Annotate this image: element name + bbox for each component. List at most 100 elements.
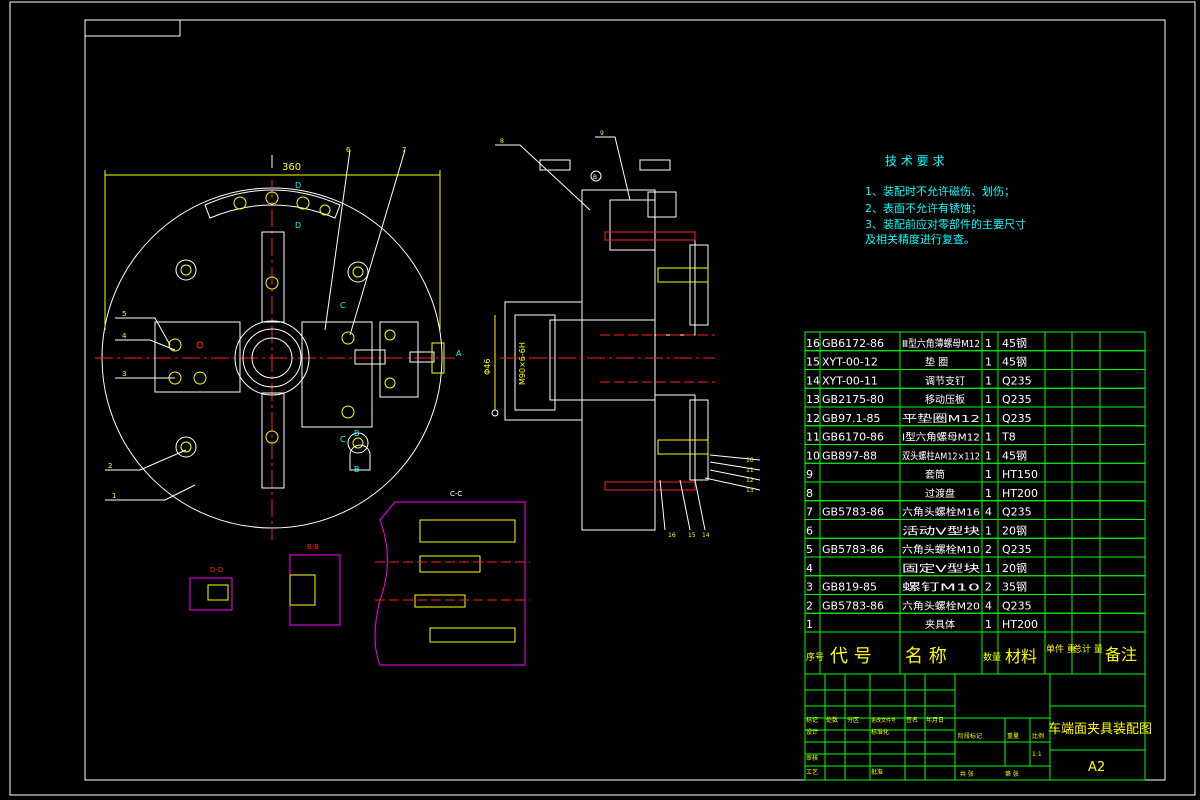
bom-material: Q235	[1002, 543, 1032, 556]
section-d-top: D	[295, 181, 301, 190]
side-section-view: 8 9 B M90×6-6H Φ46 10 11 12 13 16 15 1	[483, 130, 761, 539]
bom-code: XYT-00-12	[822, 356, 878, 369]
bom-material: Q235	[1002, 599, 1032, 612]
bom-no: 11	[806, 431, 820, 444]
tech-req-3: 3、装配前应对零部件的主要尺寸	[865, 217, 1026, 231]
tb-review: 审核	[806, 754, 818, 762]
dim-m90: M90×6-6H	[518, 342, 527, 385]
section-b-top: B	[354, 429, 360, 438]
bom-no: 2	[806, 599, 813, 612]
drawing-frame	[9, 1, 1196, 796]
bom-qty: 4	[985, 599, 992, 612]
bom-name: 固定V型块	[902, 562, 980, 575]
bom-code: GB6170-86	[822, 431, 884, 444]
front-view: 360 D D C C B B A 6 7 5 4 3 2 1	[95, 146, 462, 540]
bom-code: GB5783-86	[822, 543, 884, 556]
tb-count: 处数	[826, 716, 838, 724]
leader-8: 8	[500, 138, 504, 145]
dim-360: 360	[282, 162, 301, 173]
section-c-top: C	[340, 301, 346, 310]
bom-name: 套筒	[925, 468, 945, 481]
leader-4: 4	[122, 332, 127, 340]
bom-no: 9	[806, 468, 813, 481]
bom-material: HT200	[1002, 487, 1038, 500]
leader-3: 3	[122, 370, 126, 378]
hdr-unit-weight: 单件 重	[1046, 643, 1076, 655]
bom-qty: 1	[985, 393, 992, 406]
hdr-name: 名 称	[905, 646, 947, 667]
hdr-material: 材料	[1005, 647, 1037, 666]
leader-5: 5	[122, 310, 126, 318]
bom-material: Q235	[1002, 374, 1032, 387]
section-d-bottom: D	[295, 221, 301, 230]
leader-2: 2	[108, 462, 112, 470]
bom-name: 六角头螺栓M16	[902, 506, 980, 519]
bom-material: 20钢	[1002, 562, 1027, 575]
bom-qty: 4	[985, 506, 992, 519]
bom-material: 45钢	[1002, 356, 1027, 369]
dim-phi46: Φ46	[483, 359, 492, 375]
section-cc-label: C-C	[450, 490, 462, 498]
bom-name: 螺钉M10	[902, 582, 980, 594]
tb-weight: 重量	[1007, 732, 1019, 740]
bom-material: T8	[1001, 431, 1016, 444]
leader-7: 7	[402, 146, 406, 154]
bom-material: 45钢	[1002, 337, 1027, 350]
bom-material: Q235	[1002, 412, 1032, 425]
bom-code: GB2175-80	[822, 393, 884, 406]
bom-qty: 1	[985, 337, 992, 350]
leader-10: 10	[746, 457, 754, 464]
bom-no: 7	[806, 506, 813, 519]
bom-no: 8	[806, 487, 813, 500]
sheet-size: A2	[1088, 760, 1105, 775]
bom-name: 双头螺柱AM12×112	[902, 449, 980, 462]
bom-qty: 1	[985, 524, 992, 537]
bom-name: Ⅲ型六角薄螺母M12	[902, 337, 980, 350]
bom-material: HT150	[1002, 468, 1038, 481]
bom-qty: 1	[985, 412, 992, 425]
bom-code: GB819-85	[822, 581, 877, 594]
bom-name: 垫 圈	[925, 356, 948, 369]
tb-mark: 标记	[806, 716, 818, 724]
bom-material: Q235	[1002, 506, 1032, 519]
section-cc: C-C	[374, 490, 530, 666]
bom-name: 过渡盘	[925, 487, 955, 500]
bom-material: 45钢	[1002, 449, 1027, 462]
tech-req-title: 技 术 要 求	[885, 154, 944, 168]
bom-code: XYT-00-11	[822, 374, 878, 387]
bom-qty: 2	[985, 543, 992, 556]
bom-no: 3	[806, 581, 813, 594]
bom-qty: 1	[985, 356, 992, 369]
bom-code: GB5783-86	[822, 599, 884, 612]
bom-no: 14	[806, 374, 820, 387]
tb-design: 设计	[806, 728, 818, 736]
bom-no: 6	[806, 524, 813, 537]
circle-b: B	[593, 174, 597, 181]
bom-material: 20钢	[1002, 524, 1027, 537]
tech-req-2: 2、表面不允许有锈蚀；	[865, 201, 982, 215]
bom-qty: 1	[985, 562, 992, 575]
leader-9: 9	[600, 130, 604, 137]
tb-standard: 标准化	[871, 728, 889, 736]
tb-stage-mark: 阶段标记	[958, 732, 982, 740]
bom-no: 4	[806, 562, 813, 575]
hdr-code: 代 号	[830, 646, 872, 667]
leader-1: 1	[112, 492, 116, 500]
tb-sign: 签名	[906, 716, 918, 724]
bom-name: Ⅰ型六角螺母M12	[902, 431, 980, 444]
section-dd: D-D	[189, 566, 233, 611]
leader-11: 11	[746, 467, 754, 474]
tech-req-1: 1、装配时不允许磁伤、划伤；	[865, 184, 1015, 198]
section-bb-label: B-B	[307, 543, 319, 551]
